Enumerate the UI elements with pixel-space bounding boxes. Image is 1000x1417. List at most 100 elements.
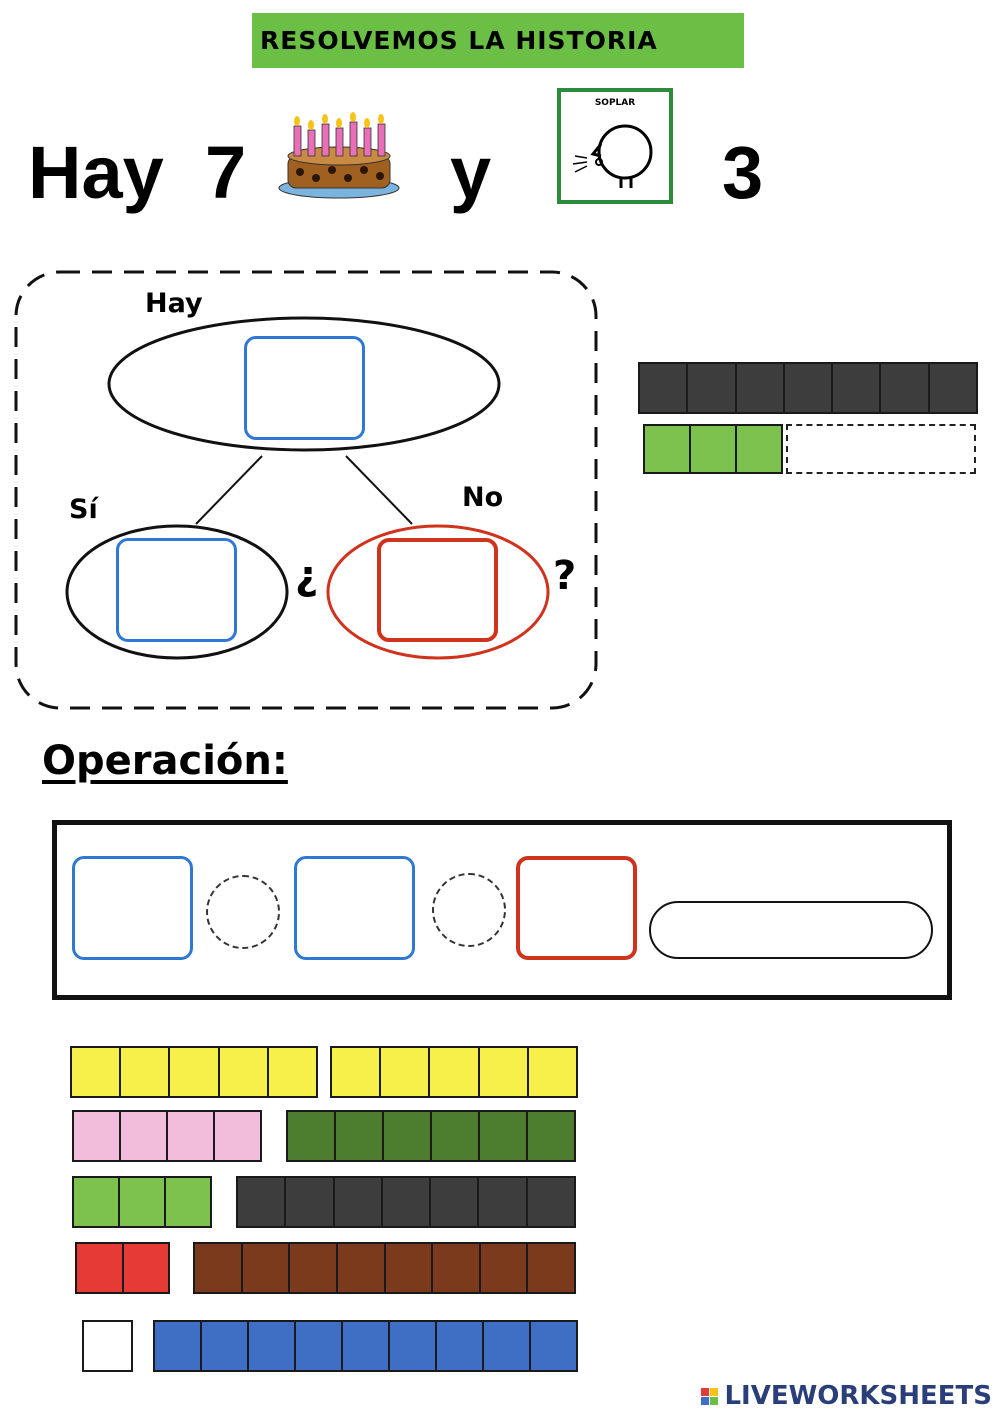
- rod-cell: [929, 364, 976, 412]
- yes-answer-box[interactable]: [116, 538, 237, 642]
- rod-cell: [480, 1244, 529, 1292]
- rod-cell: [479, 1048, 529, 1096]
- operand-2-box[interactable]: [294, 856, 415, 960]
- rod-cell: [120, 1178, 166, 1226]
- diagram-frame: [14, 270, 598, 710]
- rod-cell: [74, 1112, 121, 1160]
- rod-cell: [881, 364, 930, 412]
- rod-cell: [479, 1178, 528, 1226]
- rod-cell: [784, 364, 834, 412]
- rod-4[interactable]: [72, 1110, 262, 1162]
- rod-cell: [155, 1322, 202, 1370]
- rod-cell: [432, 1112, 480, 1160]
- rod-3[interactable]: [72, 1176, 212, 1228]
- rod-cell: [528, 1112, 574, 1160]
- rod-cell: [242, 1244, 291, 1292]
- rod-5[interactable]: [70, 1046, 318, 1098]
- rod-cell: [121, 1048, 171, 1096]
- rod-cell: [168, 1112, 215, 1160]
- rod-cell: [121, 1112, 168, 1160]
- diagram-top-label: Hay: [145, 288, 203, 319]
- rod-cell: [343, 1322, 390, 1370]
- rod-cell: [84, 1322, 131, 1370]
- rod-cell: [332, 1048, 382, 1096]
- rod-cell: [833, 364, 882, 412]
- rod-cell: [437, 1322, 484, 1370]
- rod-cell: [195, 1244, 243, 1292]
- rod-cell: [72, 1048, 122, 1096]
- rod-8[interactable]: [193, 1242, 576, 1294]
- rod-cell: [381, 1048, 431, 1096]
- question-close: ?: [553, 553, 577, 599]
- rod-cell: [286, 1178, 335, 1226]
- liveworksheets-logo-icon: [701, 1387, 719, 1405]
- answer-sentence-field[interactable]: [649, 901, 933, 959]
- rod-cell: [337, 1244, 386, 1292]
- rod-cell: [433, 1244, 481, 1292]
- rod-cell: [384, 1112, 432, 1160]
- rod-cell: [249, 1322, 296, 1370]
- total-answer-box[interactable]: [244, 336, 365, 440]
- title-banner: RESOLVEMOS LA HISTORIA: [252, 13, 744, 68]
- rod-cell: [385, 1244, 434, 1292]
- model-bar-part: [643, 424, 783, 474]
- operation-heading: Operación:: [42, 738, 288, 784]
- rod-cell: [430, 1048, 480, 1096]
- rod-5[interactable]: [330, 1046, 578, 1098]
- rod-cell: [736, 364, 785, 412]
- rod-cell: [390, 1322, 437, 1370]
- rod-cell: [431, 1178, 480, 1226]
- rod-cell: [645, 426, 691, 472]
- rod-cell: [77, 1244, 124, 1292]
- rod-cell: [166, 1178, 210, 1226]
- no-answer-box[interactable]: [377, 538, 498, 642]
- rod-cell: [737, 426, 781, 472]
- operator-1-slot[interactable]: [206, 875, 280, 949]
- diagram-left-label: Sí: [69, 494, 98, 525]
- story-hay: Hay: [28, 131, 164, 214]
- model-bar-missing: [786, 424, 976, 474]
- birthday-cake-icon: [276, 112, 402, 202]
- rod-cell: [640, 364, 689, 412]
- watermark: LIVEWORKSHEETS: [701, 1381, 992, 1411]
- soplar-pictogram: SOPLAR: [557, 88, 673, 204]
- rod-2[interactable]: [75, 1242, 170, 1294]
- rod-cell: [238, 1178, 287, 1226]
- model-bars: [638, 362, 978, 476]
- operation-box: [52, 820, 952, 1000]
- model-bar-total: [638, 362, 978, 414]
- rod-cell: [528, 1244, 574, 1292]
- rod-cell: [484, 1322, 531, 1370]
- rod-cell: [290, 1244, 338, 1292]
- title-text: RESOLVEMOS LA HISTORIA: [260, 26, 658, 55]
- rod-cell: [531, 1322, 576, 1370]
- rod-cell: [219, 1048, 269, 1096]
- rod-7[interactable]: [236, 1176, 576, 1228]
- rod-cell: [528, 1048, 577, 1096]
- rod-cell: [336, 1112, 384, 1160]
- rod-cell: [334, 1178, 383, 1226]
- pictogram-label: SOPLAR: [594, 98, 636, 108]
- rod-cell: [123, 1244, 168, 1292]
- result-box[interactable]: [516, 856, 637, 960]
- rod-cell: [296, 1322, 343, 1370]
- operator-2-slot[interactable]: [432, 873, 506, 947]
- rod-cell: [170, 1048, 220, 1096]
- rod-9[interactable]: [153, 1320, 578, 1372]
- rod-6[interactable]: [286, 1110, 576, 1162]
- diagram-right-label: No: [462, 482, 504, 513]
- operand-1-box[interactable]: [72, 856, 193, 960]
- rod-cell: [688, 364, 737, 412]
- story-count-blow: 3: [722, 131, 764, 214]
- rod-1[interactable]: [82, 1320, 133, 1372]
- rod-cell: [202, 1322, 249, 1370]
- rod-cell: [527, 1178, 574, 1226]
- question-open: ¿: [295, 553, 319, 599]
- rod-cell: [382, 1178, 432, 1226]
- rod-cell: [691, 426, 737, 472]
- watermark-text: LIVEWORKSHEETS: [724, 1381, 992, 1411]
- story-count-cake: 7: [205, 131, 247, 214]
- story-conj: y: [450, 131, 492, 214]
- rod-cell: [268, 1048, 317, 1096]
- rod-cell: [74, 1178, 120, 1226]
